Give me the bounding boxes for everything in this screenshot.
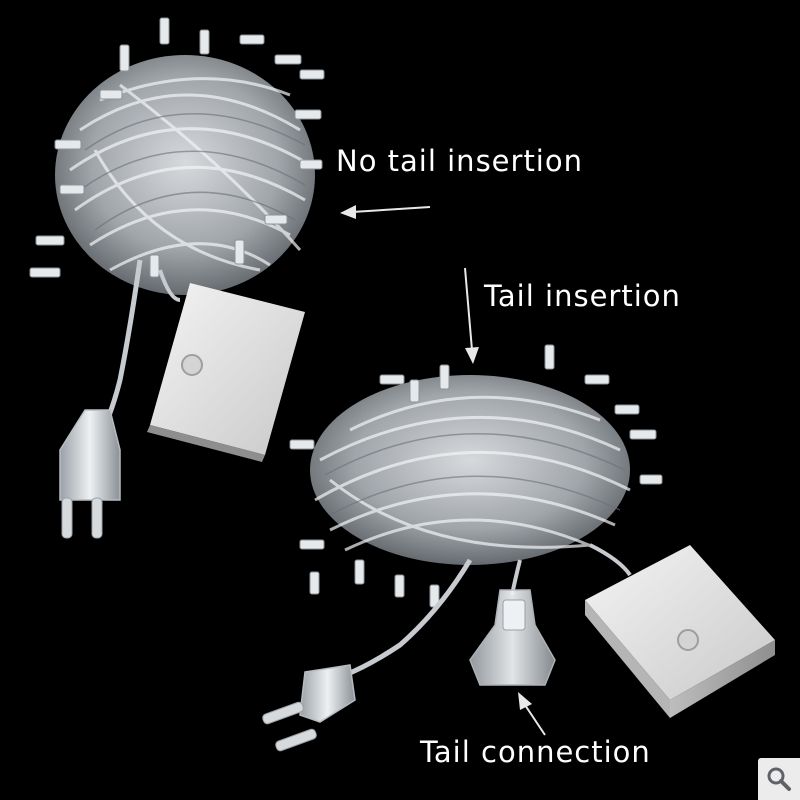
tail-insertion-label: Tail insertion bbox=[484, 279, 681, 313]
magnifier-icon bbox=[767, 767, 791, 791]
arrow-left bbox=[340, 205, 431, 219]
top-bundle bbox=[29, 17, 325, 447]
bottom-bundle bbox=[289, 344, 663, 678]
top-controller-box bbox=[147, 283, 305, 462]
arrow-up bbox=[518, 692, 546, 736]
zoom-button[interactable] bbox=[758, 758, 800, 800]
arrow-down bbox=[464, 267, 479, 364]
tail-connection-label: Tail connection bbox=[420, 735, 651, 769]
bottom-plug bbox=[262, 664, 356, 752]
tail-connector bbox=[469, 589, 556, 686]
no-tail-insertion-label: No tail insertion bbox=[336, 144, 583, 178]
bottom-controller-box bbox=[585, 545, 775, 718]
top-plug bbox=[59, 409, 121, 539]
